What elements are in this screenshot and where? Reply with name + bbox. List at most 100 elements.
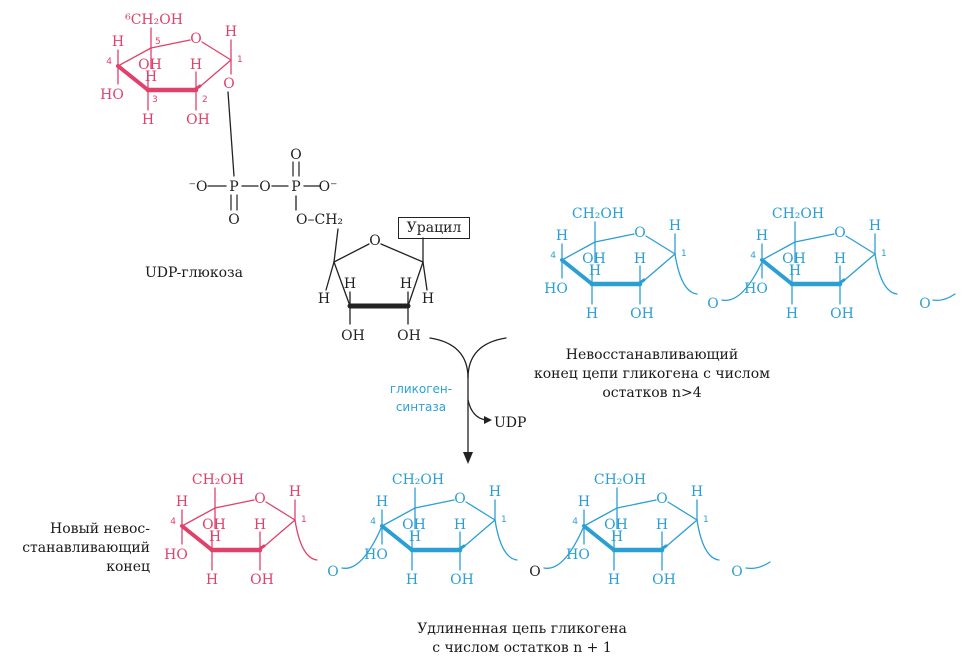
ring-bond — [265, 501, 296, 521]
hydrogen: H — [578, 494, 590, 510]
ring-bond — [839, 253, 876, 285]
top-chain-caption: Невосстанавливающий конец цепи гликогена… — [502, 346, 802, 403]
ring-bond — [181, 507, 216, 527]
elongated-line-1: Удлиненная цепь гликогена — [417, 621, 627, 637]
hydrogen: H — [376, 494, 388, 510]
uracil-box: Урацил — [398, 217, 470, 239]
glycosidic-link — [294, 519, 318, 561]
carbon-number: 2 — [202, 95, 208, 105]
top-caption-line-2: конец цепи гликогена с числом — [533, 366, 771, 382]
carbon-number: 3 — [152, 95, 158, 105]
hydrogen: H — [489, 484, 501, 500]
glycosidic-oxygen: O — [529, 564, 540, 580]
ring-bond — [117, 47, 152, 67]
ring-bond — [195, 59, 232, 91]
ring-bond — [459, 519, 496, 551]
ring-front-bond — [456, 544, 466, 552]
udp-byproduct-label: UDP — [494, 415, 527, 431]
new-end-line-1: Новый невос- — [50, 521, 150, 537]
hydrogen: H — [586, 306, 598, 322]
ring-bond — [616, 499, 657, 509]
hydroxyl: OH — [341, 328, 365, 344]
glycosidic-link — [674, 253, 698, 295]
hydrogen: H — [454, 517, 466, 533]
glycosidic-link — [543, 525, 585, 569]
hydrogen: H — [254, 517, 266, 533]
ring-bond — [333, 243, 370, 263]
ch2oh-group: CH₂OH — [192, 472, 244, 488]
hydroxyl: OH — [450, 572, 474, 588]
top-caption-line-3: остатков n>4 — [602, 385, 702, 401]
ring-oxygen: O — [454, 491, 465, 507]
carbon-number: 4 — [170, 517, 176, 527]
new-end-line-3: конец — [106, 559, 150, 575]
hydrogen: H — [422, 291, 434, 307]
hydrogen: H — [400, 276, 412, 292]
ring-bond — [761, 241, 796, 261]
phosphate-bridge-oxygen: O — [259, 179, 270, 195]
hydroxyl: OH — [402, 517, 426, 533]
carbon-number: 5 — [155, 37, 161, 47]
hydrogen: H — [318, 291, 330, 307]
glycosidic-link — [874, 253, 898, 295]
carbon-number: 4 — [572, 517, 578, 527]
ring-bond — [333, 261, 351, 307]
ring-oxygen: O — [254, 491, 265, 507]
ring-bond — [794, 233, 835, 243]
carbon-number: 1 — [301, 515, 307, 525]
hydrogen: H — [190, 57, 202, 73]
ring-bond — [259, 519, 296, 551]
ring-bond — [381, 507, 416, 527]
ring-bond — [594, 233, 635, 243]
new-end-caption: Новый невос- станавливающий конец — [12, 520, 150, 577]
hydrogen: H — [634, 251, 646, 267]
carbon-number: 1 — [703, 515, 709, 525]
bond — [227, 91, 235, 177]
elongated-line-2: с числом остатков n + 1 — [432, 640, 612, 656]
ring-bond — [214, 499, 255, 509]
hydrogen: H — [608, 572, 620, 588]
hydroxyl: HO — [364, 547, 388, 563]
chain-continuation — [932, 293, 956, 302]
ring-front-bond — [658, 544, 668, 552]
carbon-number: 4 — [370, 517, 376, 527]
bond — [325, 261, 335, 291]
hydroxyl: HO — [566, 547, 590, 563]
ring-bond — [150, 39, 191, 49]
ring-bond — [645, 235, 676, 255]
ring-bond — [465, 501, 496, 521]
ring-bond — [561, 241, 596, 261]
byproduct-arrow — [467, 399, 487, 421]
hydrogen: H — [691, 484, 703, 500]
ring-oxygen: O — [656, 491, 667, 507]
ring-oxygen: O — [634, 225, 645, 241]
ch2oh-group: CH₂OH — [594, 472, 646, 488]
arrowhead — [484, 416, 492, 424]
hydroxyl: OH — [138, 57, 162, 73]
hydroxyl: OH — [582, 251, 606, 267]
phosphorus-1: P — [229, 179, 238, 195]
hydroxyl: OH — [652, 572, 676, 588]
ring-front-bond — [192, 84, 202, 92]
udp-glucose-label: UDP-глюкоза — [145, 265, 243, 281]
ring-front-bond — [256, 544, 266, 552]
hydroxyl: OH — [202, 517, 226, 533]
ring-front-bond — [836, 278, 846, 286]
glycosidic-oxygen: O — [919, 296, 930, 312]
hydrogen: H — [142, 112, 154, 128]
hydroxyl: OH — [397, 328, 421, 344]
hydrogen: H — [406, 572, 418, 588]
ring-bond — [380, 243, 424, 263]
glycosidic-oxygen: O — [731, 564, 742, 580]
glycosidic-link — [494, 519, 518, 561]
hydroxyl: HO — [544, 281, 568, 297]
hydrogen: H — [556, 228, 568, 244]
enzyme-line-2: синтаза — [395, 400, 447, 414]
ring-bond — [201, 41, 232, 61]
ring-oxygen: O — [190, 31, 201, 47]
carbon-number: 4 — [550, 251, 556, 261]
carbon-number: 1 — [881, 249, 887, 259]
phosphoryl-oxygen: O — [290, 147, 301, 163]
hydroxyl: HO — [744, 281, 768, 297]
